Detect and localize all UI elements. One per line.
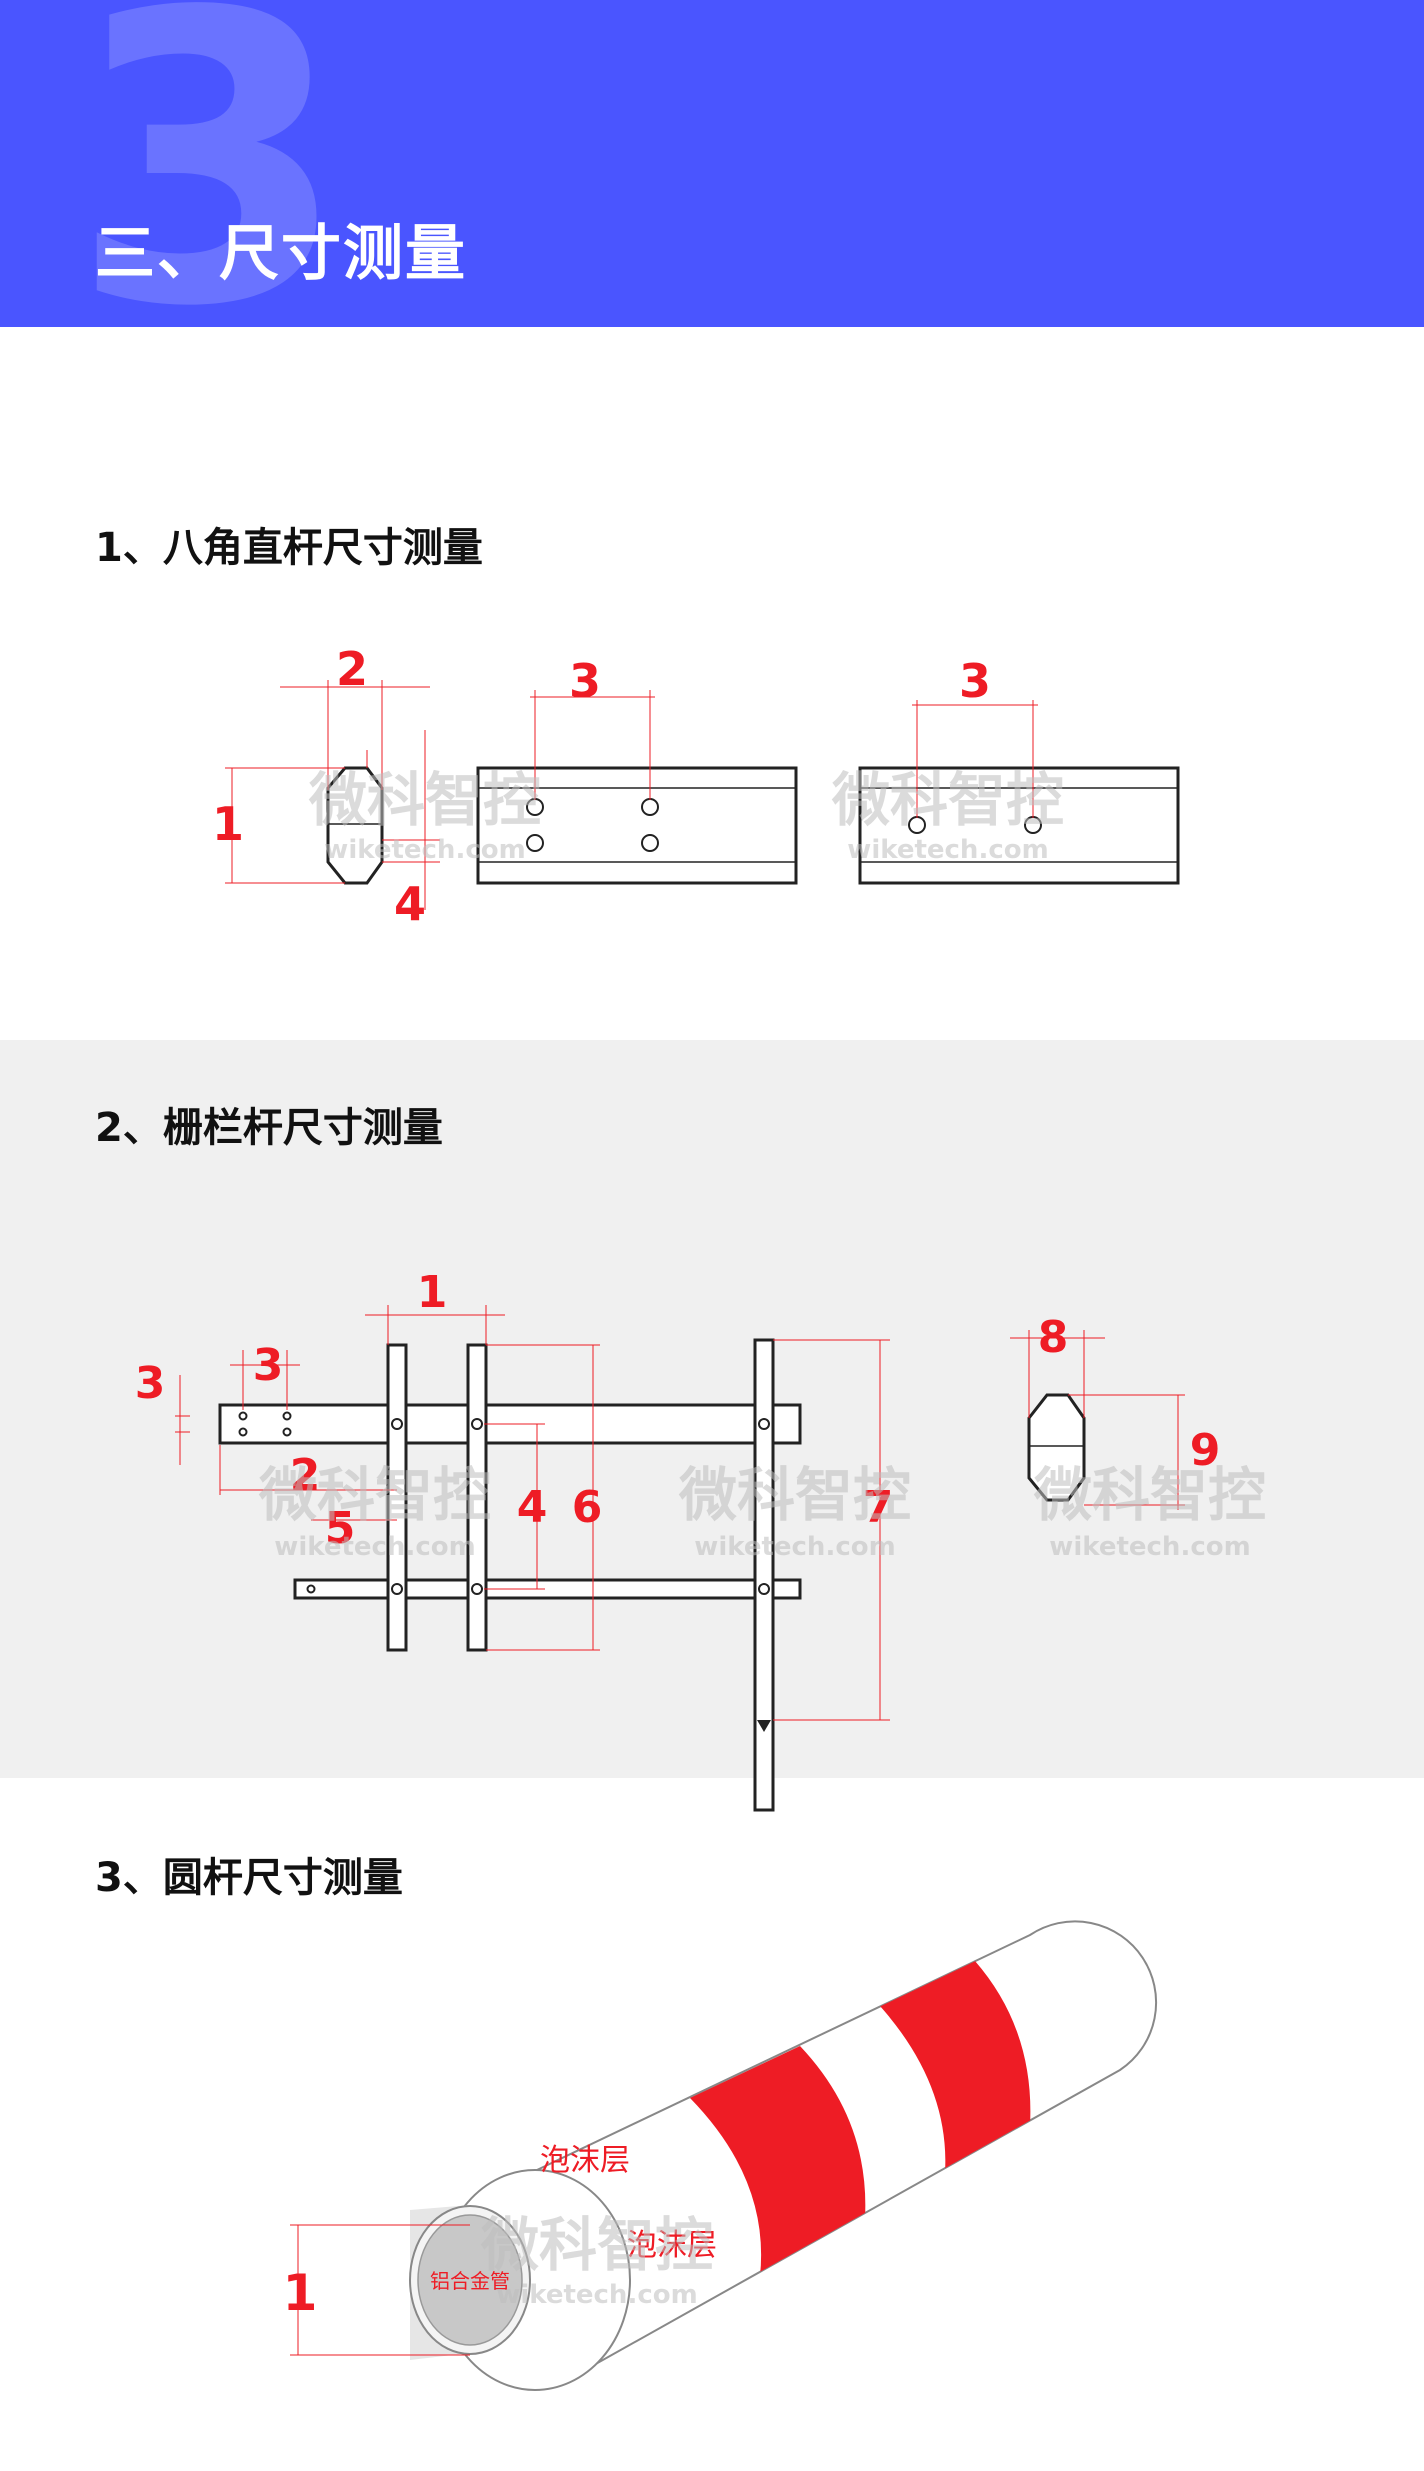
dim-line-2	[280, 680, 430, 790]
pole-end-marker	[757, 1720, 771, 1732]
fence-label-8: 8	[1038, 1312, 1069, 1363]
fence-label-1: 1	[417, 1267, 448, 1318]
round-pole-stripes	[690, 1961, 1031, 2276]
section-title-round: 3、圆杆尺寸测量	[95, 1855, 403, 1901]
dim-label-1: 1	[212, 797, 244, 851]
fence-octagon-dim-lines	[1010, 1330, 1185, 1510]
watermark-en: wiketech.com	[694, 1532, 895, 1562]
fence-label-3a: 3	[135, 1358, 166, 1409]
watermark-cn: 微科智控	[480, 2211, 713, 2279]
dim-label-4: 4	[394, 877, 426, 931]
fence-holes	[238, 1411, 770, 1595]
fence-label-9: 9	[1190, 1425, 1221, 1476]
round-pole-diagram: 泡沫层 泡沫层 铝合金管 1 微科智控 wiketech.com	[283, 1920, 1158, 2391]
aluminum-core	[409, 2205, 531, 2360]
dim-line-3b	[912, 700, 1038, 818]
watermark-cn: 微科智控	[308, 766, 541, 834]
fence-label-7: 7	[863, 1482, 894, 1533]
watermark-cn: 微科智控	[258, 1461, 491, 1529]
fence-label-5: 5	[325, 1503, 356, 1554]
dim-label-2: 2	[336, 642, 368, 696]
section-title-octagonal: 1、八角直杆尺寸测量	[95, 525, 483, 571]
fence-main-pole	[753, 1338, 775, 1812]
fence-label-6: 6	[572, 1482, 603, 1533]
fence-pole-diagram: 1 3 3 2 5 4 6 7 8 9 微科智控 wiketech.com 微科…	[135, 1267, 1266, 1812]
octagonal-pole-diagram: 1 2 4 3 3 微	[212, 642, 1180, 931]
watermark-en: wiketech.com	[324, 835, 525, 865]
header-big-number: 3	[70, 0, 349, 327]
octagonal-pole-side-2	[858, 766, 1180, 885]
fence-bar-bottom	[293, 1578, 802, 1600]
core-label: 铝合金管	[430, 2269, 510, 2293]
watermark-cn: 微科智控	[1033, 1461, 1266, 1529]
watermark-en: wiketech.com	[496, 2280, 697, 2310]
fence-label-2: 2	[290, 1450, 321, 1501]
octagon-section	[326, 766, 384, 885]
fence-dim-lines	[175, 1305, 890, 1721]
round-dim-line-1	[290, 2224, 470, 2356]
dim-line-3a	[530, 690, 655, 800]
watermark-en: wiketech.com	[1049, 1532, 1250, 1562]
dim-label-3b: 3	[959, 654, 991, 708]
dim-label-3a: 3	[569, 654, 601, 708]
watermark-en: wiketech.com	[274, 1532, 475, 1562]
foam-label: 泡沫层	[540, 2143, 630, 2178]
foam-label: 泡沫层	[627, 2228, 717, 2263]
page-header: 3 三、尺寸测量	[0, 0, 1424, 327]
watermark-cn: 微科智控	[831, 766, 1064, 834]
section-title-fence: 2、栅栏杆尺寸测量	[95, 1105, 443, 1151]
fence-label-3b: 3	[253, 1340, 284, 1391]
dim-line-1	[225, 767, 345, 884]
fence-label-4: 4	[517, 1482, 548, 1533]
fence-octagon-section	[1027, 1393, 1086, 1502]
round-dim-label-1: 1	[283, 2264, 318, 2322]
watermark-cn: 微科智控	[678, 1461, 911, 1529]
dim-line-4	[366, 730, 440, 910]
octagonal-pole-side-1	[476, 766, 798, 885]
watermark-en: wiketech.com	[847, 835, 1048, 865]
header-title: 三、尺寸测量	[95, 219, 467, 289]
fence-bar-top	[218, 1403, 802, 1445]
